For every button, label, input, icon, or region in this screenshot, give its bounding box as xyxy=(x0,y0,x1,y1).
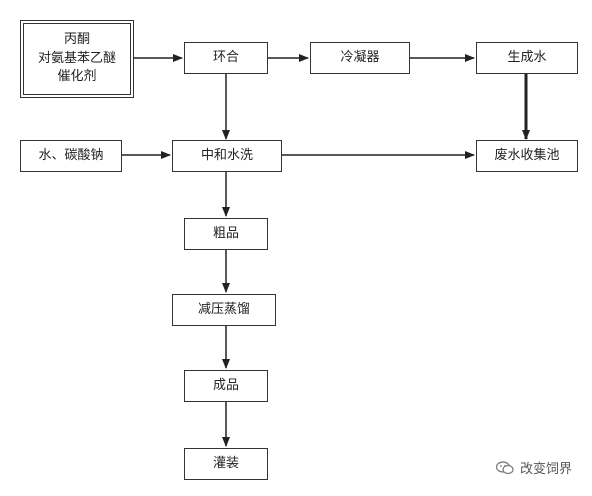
watermark: 改变饲界 xyxy=(495,458,572,477)
input-acetone: 丙酮 xyxy=(63,31,90,47)
node-inputs-mid: 水、碳酸钠 xyxy=(20,140,122,172)
node-label: 成品 xyxy=(212,377,239,393)
node-neutral-wash: 中和水洗 xyxy=(172,140,282,172)
node-water-gen: 生成水 xyxy=(476,42,578,74)
input-catalyst: 催化剂 xyxy=(57,69,97,85)
node-inputs-top: 丙酮 对氨基苯乙醚 催化剂 xyxy=(20,20,134,98)
node-waste-pool: 废水收集池 xyxy=(476,140,578,172)
node-ring-close: 环合 xyxy=(184,42,268,74)
node-filling: 灌装 xyxy=(184,448,268,480)
node-label: 生成水 xyxy=(507,49,547,65)
wechat-icon xyxy=(495,460,514,474)
node-condenser: 冷凝器 xyxy=(310,42,410,74)
node-label: 冷凝器 xyxy=(340,49,380,65)
node-product: 成品 xyxy=(184,370,268,402)
node-vacuum-distill: 减压蒸馏 xyxy=(172,294,276,326)
node-label: 减压蒸馏 xyxy=(197,301,250,317)
node-crude: 粗品 xyxy=(184,218,268,250)
watermark-text: 改变饲界 xyxy=(519,462,572,477)
node-label: 水、碳酸钠 xyxy=(38,147,104,163)
input-phenetidine: 对氨基苯乙醚 xyxy=(37,50,116,66)
node-label: 中和水洗 xyxy=(200,147,253,163)
node-label: 废水收集池 xyxy=(494,147,560,163)
node-label: 灌装 xyxy=(212,455,239,471)
node-label: 粗品 xyxy=(212,225,239,241)
node-label: 环合 xyxy=(212,49,239,65)
